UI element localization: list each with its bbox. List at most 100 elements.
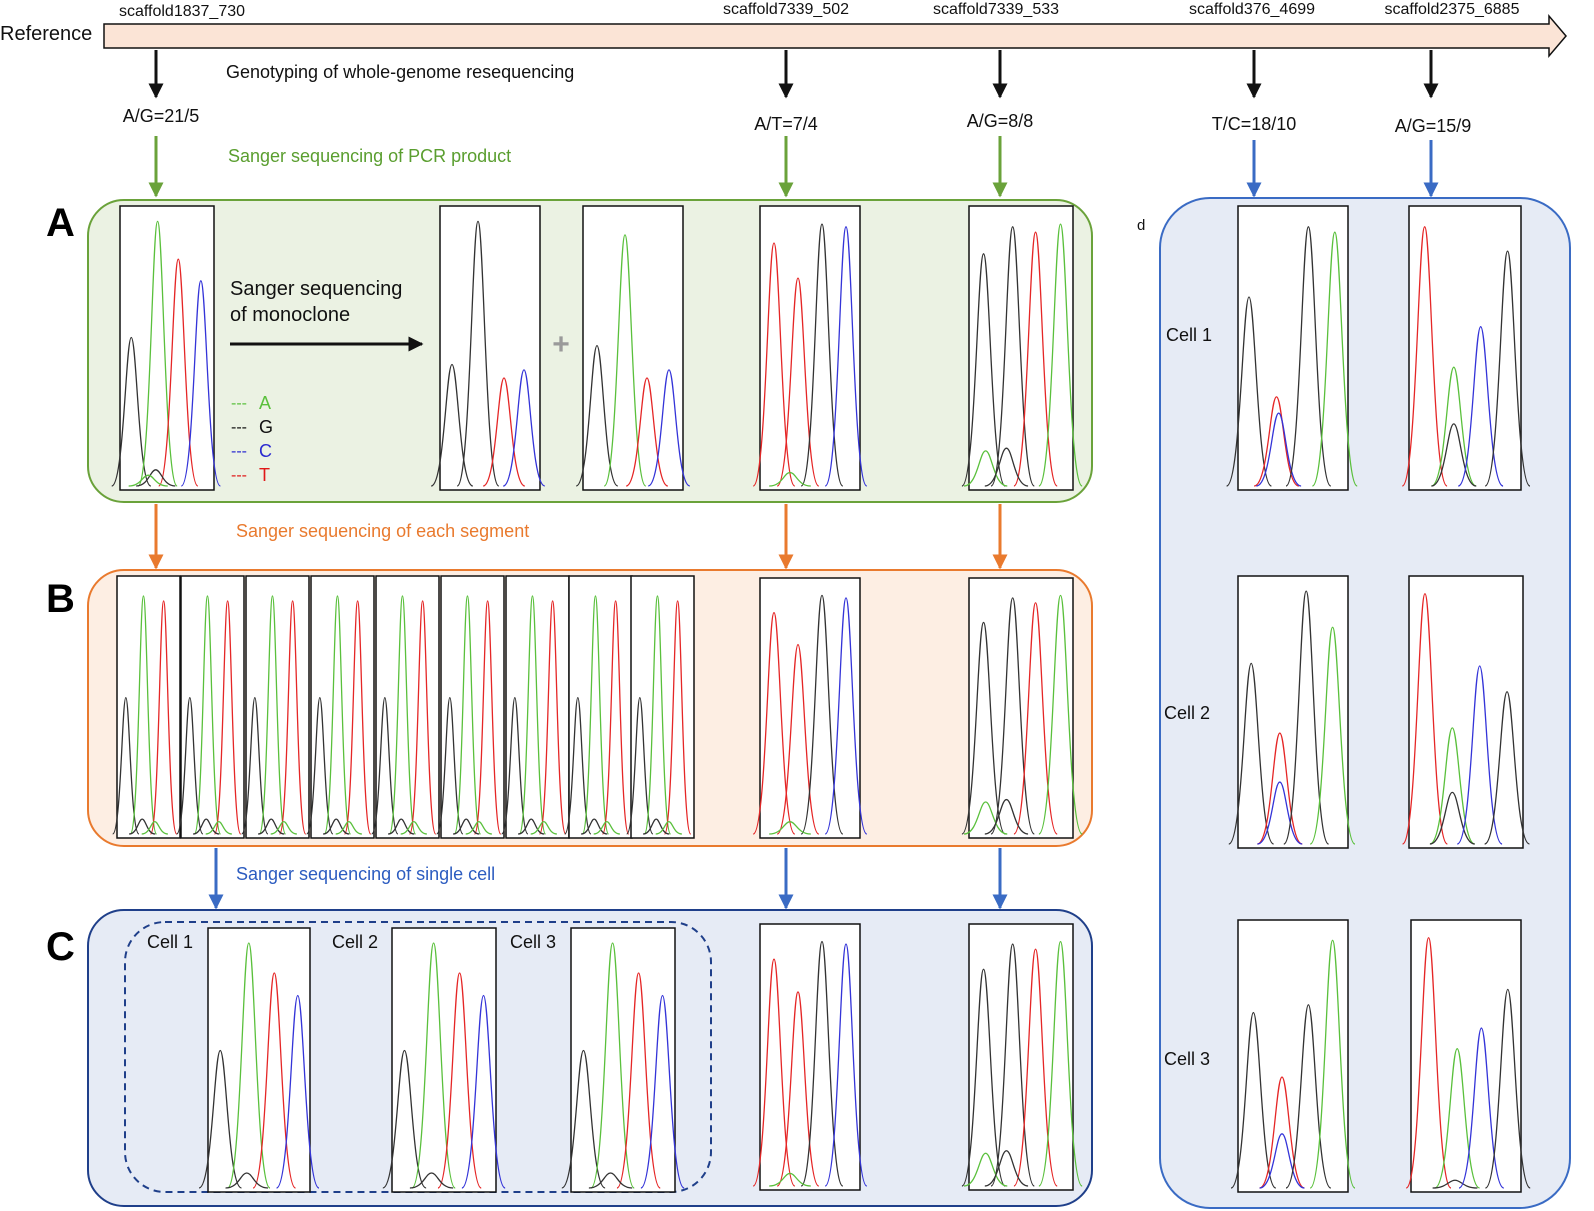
trace-T <box>616 972 661 1189</box>
trace-A <box>193 595 222 835</box>
chromatogram-frame <box>1410 919 1522 1193</box>
trace-A <box>453 595 482 835</box>
chromatogram-d-cell-3-ag <box>1405 919 1531 1193</box>
genotype-1: A/G=21/5 <box>123 106 200 126</box>
chromatogram-b-segment-9 <box>626 575 695 839</box>
trace-T <box>1401 226 1448 487</box>
trace-A <box>388 595 417 835</box>
scaffold-name-1: scaffold1837_730 <box>119 3 245 20</box>
chromatogram-d-cell-1-ag <box>1401 205 1531 491</box>
panel-c-cell-3-label: Cell 3 <box>510 932 556 952</box>
trace-G <box>564 696 592 835</box>
chromatogram-b-segment-7 <box>501 575 570 839</box>
scaffold-name-3: scaffold7339_533 <box>933 1 1059 18</box>
chromatogram-d-cell-1-tc <box>1225 205 1358 491</box>
trace-A <box>465 820 493 835</box>
trace-C <box>180 280 222 487</box>
trace-C <box>824 943 868 1187</box>
chromatogram-b-segment-6 <box>436 575 505 839</box>
trace-G <box>306 696 334 835</box>
trace-A <box>1431 366 1477 487</box>
reference-label: Reference <box>0 23 92 45</box>
legend-base-c: C <box>259 441 272 461</box>
trace-T <box>437 972 482 1189</box>
trace-G <box>575 344 619 487</box>
trace-T <box>1013 231 1058 487</box>
trace-G <box>580 818 608 835</box>
trace-G <box>1484 988 1531 1189</box>
trace-G <box>961 968 1006 1187</box>
trace-A <box>141 820 169 835</box>
trace-G <box>387 818 415 835</box>
trace-C <box>1458 1027 1505 1189</box>
legend-base-t: T <box>259 465 270 485</box>
trace-A <box>655 820 683 835</box>
trace-G <box>128 818 156 835</box>
trace-T <box>473 600 502 835</box>
trace-G <box>136 469 176 487</box>
trace-A <box>581 595 610 835</box>
trace-T <box>158 258 199 487</box>
trace-T <box>149 600 178 835</box>
panel-d-cell-1-label: Cell 1 <box>1166 325 1212 345</box>
monoclone-label-line-2: of monoclone <box>230 304 350 326</box>
trace-T <box>252 972 297 1189</box>
trace-A <box>205 820 233 835</box>
trace-C <box>275 994 320 1189</box>
trace-T <box>1013 948 1058 1187</box>
scaffold-name-5: scaffold2375_6885 <box>1385 1 1520 18</box>
pcr-step-label: Sanger sequencing of PCR product <box>228 146 511 166</box>
genotype-2: A/T=7/4 <box>754 114 818 134</box>
chromatogram-frame <box>1237 205 1349 491</box>
trace-A <box>603 234 647 487</box>
trace-G <box>984 1150 1029 1187</box>
trace-C <box>502 369 546 487</box>
trace-T <box>1257 732 1303 845</box>
trace-G <box>984 447 1029 487</box>
chromatogram-b-segment-8 <box>564 575 633 839</box>
trace-G <box>984 798 1029 835</box>
trace-T <box>752 611 796 835</box>
trace-T <box>278 600 307 835</box>
legend-dash-c: --- <box>231 443 247 460</box>
trace-T <box>408 600 437 835</box>
chromatogram-b-3 <box>961 577 1083 839</box>
trace-G <box>1225 296 1273 487</box>
trace-G <box>800 594 844 835</box>
chromatogram-frame <box>1237 575 1349 849</box>
chromatogram-b-segment-1 <box>112 575 181 839</box>
chromatogram-c-cell-2 <box>382 927 506 1193</box>
trace-G <box>1429 791 1475 845</box>
trace-T <box>1253 396 1300 487</box>
trace-G <box>1283 590 1330 845</box>
panel-d-cell-3-label: Cell 3 <box>1164 1049 1210 1069</box>
chromatogram-b-segment-4 <box>306 575 375 839</box>
trace-G <box>1228 662 1275 845</box>
trace-C <box>461 994 506 1189</box>
trace-A <box>1429 727 1476 845</box>
chromatogram-frame <box>582 205 684 491</box>
trace-T <box>752 958 796 1187</box>
trace-A <box>963 801 1008 835</box>
trace-C <box>647 369 691 487</box>
trace-A <box>518 595 547 835</box>
trace-C <box>1259 1133 1305 1189</box>
trace-G <box>436 696 464 835</box>
trace-G <box>1431 423 1477 487</box>
trace-A <box>1434 1048 1481 1189</box>
trace-C <box>640 994 685 1189</box>
trace-G <box>225 1172 269 1189</box>
chromatogram-b-segment-3 <box>241 575 310 839</box>
trace-T <box>213 600 242 835</box>
legend-dash-a: --- <box>231 395 247 412</box>
chromatogram-b-segment-5 <box>371 575 440 839</box>
trace-G <box>990 597 1035 835</box>
trace-A <box>593 820 621 835</box>
chromatogram-frame <box>570 927 676 1193</box>
trace-G <box>990 943 1035 1187</box>
trace-G <box>322 818 350 835</box>
trace-A <box>270 820 298 835</box>
monoclone-label-line-1: Sanger sequencing <box>230 278 402 300</box>
trace-A <box>643 595 672 835</box>
trace-A <box>400 820 428 835</box>
